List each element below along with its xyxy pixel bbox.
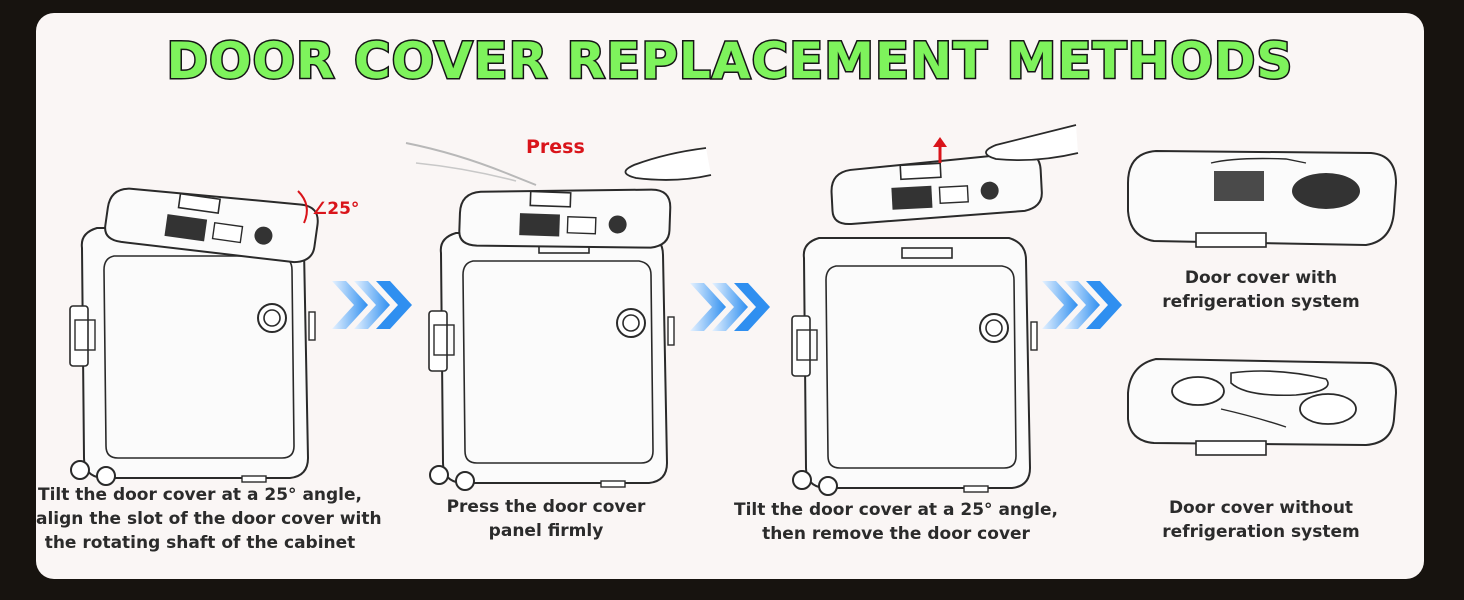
chevron-arrow-icon bbox=[332, 281, 412, 329]
step2-cooler-illustration bbox=[405, 142, 712, 491]
caption-line: then remove the door cover bbox=[762, 524, 1030, 544]
angle-annotation: ∠25° bbox=[312, 199, 360, 219]
cover-without-refrigeration-caption: Door cover without refrigeration system bbox=[1136, 496, 1386, 544]
hand-icon bbox=[405, 142, 537, 186]
hand-icon bbox=[624, 147, 712, 181]
caption-line: Door cover with bbox=[1184, 268, 1338, 288]
step3-caption: Tilt the door cover at a 25° angle, then… bbox=[726, 498, 1066, 546]
caption-line: Door cover without bbox=[1168, 498, 1354, 518]
illustration-canvas bbox=[69, 124, 1398, 496]
chevron-arrow-icon bbox=[690, 283, 770, 331]
caption-line: Press the door cover bbox=[446, 497, 646, 517]
page-title: DOOR COVER REPLACEMENT METHODS bbox=[165, 31, 1294, 92]
caption-line: refrigeration system bbox=[1162, 522, 1360, 542]
infographic-panel: DOOR COVER REPLACEMENT METHODS bbox=[36, 13, 1424, 579]
caption-line: Tilt the door cover at a 25° angle, bbox=[733, 500, 1058, 520]
cover-with-refrigeration-illustration bbox=[1127, 149, 1398, 248]
caption-line: refrigeration system bbox=[1162, 292, 1360, 312]
caption-line: the rotating shaft of the cabinet bbox=[44, 533, 356, 553]
hand-icon bbox=[985, 124, 1079, 162]
step1-cooler-illustration bbox=[69, 176, 321, 486]
press-annotation: Press bbox=[526, 136, 585, 158]
cover-with-refrigeration-caption: Door cover with refrigeration system bbox=[1136, 266, 1386, 314]
step3-cooler-illustration bbox=[791, 124, 1079, 496]
step2-caption: Press the door cover panel firmly bbox=[401, 495, 691, 543]
chevron-arrow-icon bbox=[1042, 281, 1122, 329]
step1-caption: Tilt the door cover at a 25° angle, alig… bbox=[36, 483, 382, 555]
cover-without-refrigeration-illustration bbox=[1127, 357, 1398, 456]
caption-line: align the slot of the door cover with bbox=[36, 509, 382, 529]
caption-line: Tilt the door cover at a 25° angle, bbox=[37, 485, 362, 505]
caption-line: panel firmly bbox=[488, 521, 604, 541]
